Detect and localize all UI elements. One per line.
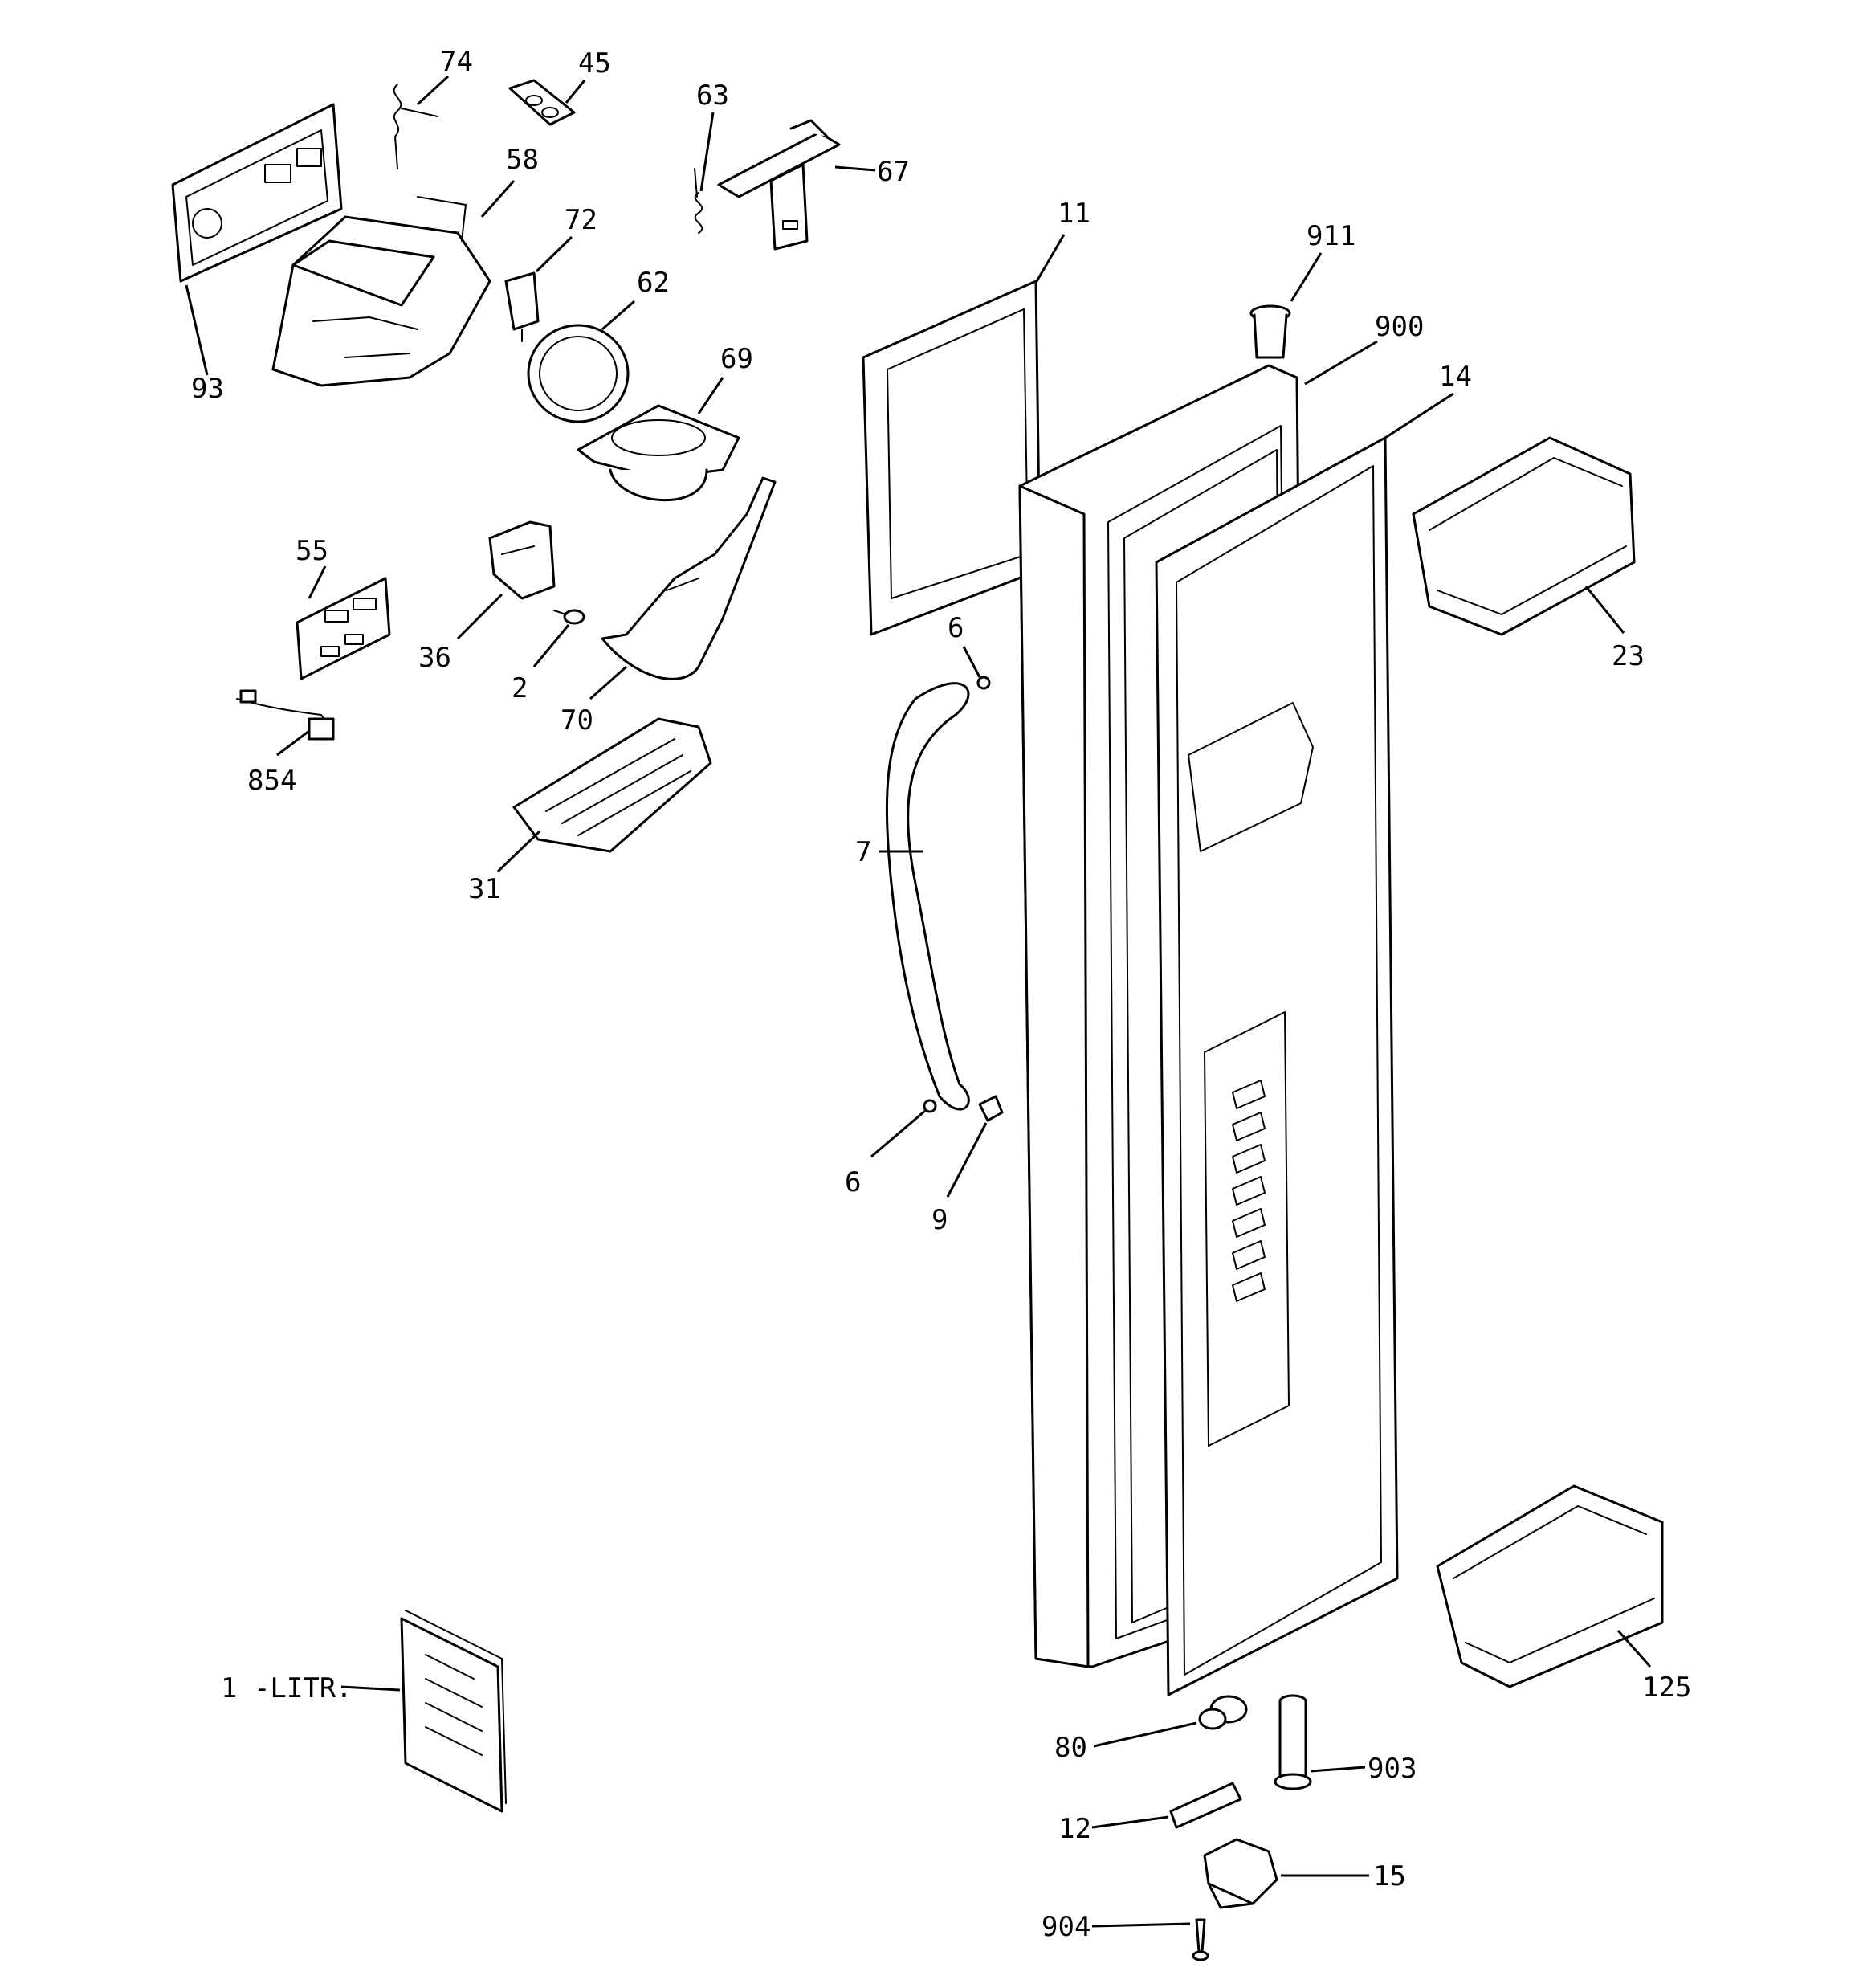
- part-904-screw: [1192, 1918, 1209, 1961]
- part-69-chute: [577, 404, 740, 502]
- part-63-spring: [694, 168, 703, 234]
- part-80-bushing: [1198, 1695, 1248, 1730]
- callout-1-litr: 1 -LITR.: [221, 1672, 353, 1704]
- part-62-ring: [527, 324, 630, 423]
- part-45-bracket: [508, 79, 576, 126]
- callout-2: 2: [512, 672, 528, 704]
- callout-7: 7: [855, 836, 871, 868]
- door-dispenser-recess: [1188, 702, 1314, 1447]
- part-6-screw-upper: [976, 676, 991, 690]
- callout-69: 69: [720, 343, 753, 375]
- callout-903: 903: [1368, 1753, 1417, 1785]
- callout-904: 904: [1042, 1911, 1090, 1943]
- callout-854: 854: [247, 765, 296, 797]
- part-74-spring: [393, 84, 438, 169]
- callout-6-upper: 6: [948, 612, 964, 644]
- callout-125: 125: [1642, 1672, 1691, 1704]
- callout-93: 93: [191, 373, 224, 405]
- part-55-module: [296, 577, 391, 680]
- callout-6-lower: 6: [845, 1166, 861, 1198]
- callout-15: 15: [1373, 1860, 1406, 1892]
- part-911-plug: [1249, 304, 1291, 359]
- part-11-inner-frame: [862, 280, 1042, 636]
- callout-70: 70: [561, 704, 593, 737]
- part-2-screw: [553, 609, 585, 625]
- callout-72: 72: [565, 204, 597, 236]
- callout-58: 58: [506, 144, 539, 176]
- part-903-pin: [1274, 1694, 1312, 1790]
- part-9-fastener: [978, 1095, 1004, 1122]
- callout-9: 9: [932, 1204, 948, 1236]
- callout-911: 911: [1307, 220, 1355, 252]
- callout-67: 67: [877, 156, 910, 188]
- callout-80: 80: [1054, 1732, 1087, 1764]
- callout-23: 23: [1612, 640, 1645, 672]
- callout-12: 12: [1058, 1813, 1091, 1845]
- part-14-door-gasket: [1155, 436, 1399, 1696]
- callout-labels: 74 45 63 67 58 72 93 62 69 11 911 900 14…: [191, 46, 1691, 1943]
- part-12-bracket: [1169, 1782, 1242, 1829]
- door-shelf-tabs: [1232, 1080, 1266, 1302]
- callout-14: 14: [1439, 361, 1472, 393]
- callout-900: 900: [1375, 311, 1424, 343]
- callout-36: 36: [418, 642, 451, 674]
- callout-62: 62: [637, 267, 670, 299]
- part-1-litr-manual: [400, 1610, 507, 1813]
- callout-63: 63: [696, 80, 729, 112]
- part-6-screw-lower: [923, 1099, 937, 1113]
- part-23-door-bin: [1412, 436, 1636, 636]
- part-36-bracket: [488, 520, 556, 600]
- callout-74: 74: [440, 46, 473, 78]
- callout-11: 11: [1058, 198, 1090, 230]
- part-72-switch: [504, 271, 540, 342]
- callout-31: 31: [468, 873, 501, 905]
- callout-45: 45: [578, 47, 611, 80]
- part-70-lever-arm: [601, 476, 777, 680]
- part-67-lever: [717, 119, 841, 251]
- part-58-dispenser-housing: [271, 196, 491, 387]
- leader-lines: [185, 75, 1652, 1928]
- callout-55: 55: [296, 535, 328, 567]
- part-7-handle: [885, 682, 970, 1111]
- part-93-control-panel: [171, 103, 343, 283]
- part-15-hinge: [1203, 1838, 1278, 1909]
- part-854-harness: [236, 689, 335, 741]
- part-125-door-bin: [1436, 1484, 1664, 1688]
- part-31-drip-grille: [512, 717, 712, 853]
